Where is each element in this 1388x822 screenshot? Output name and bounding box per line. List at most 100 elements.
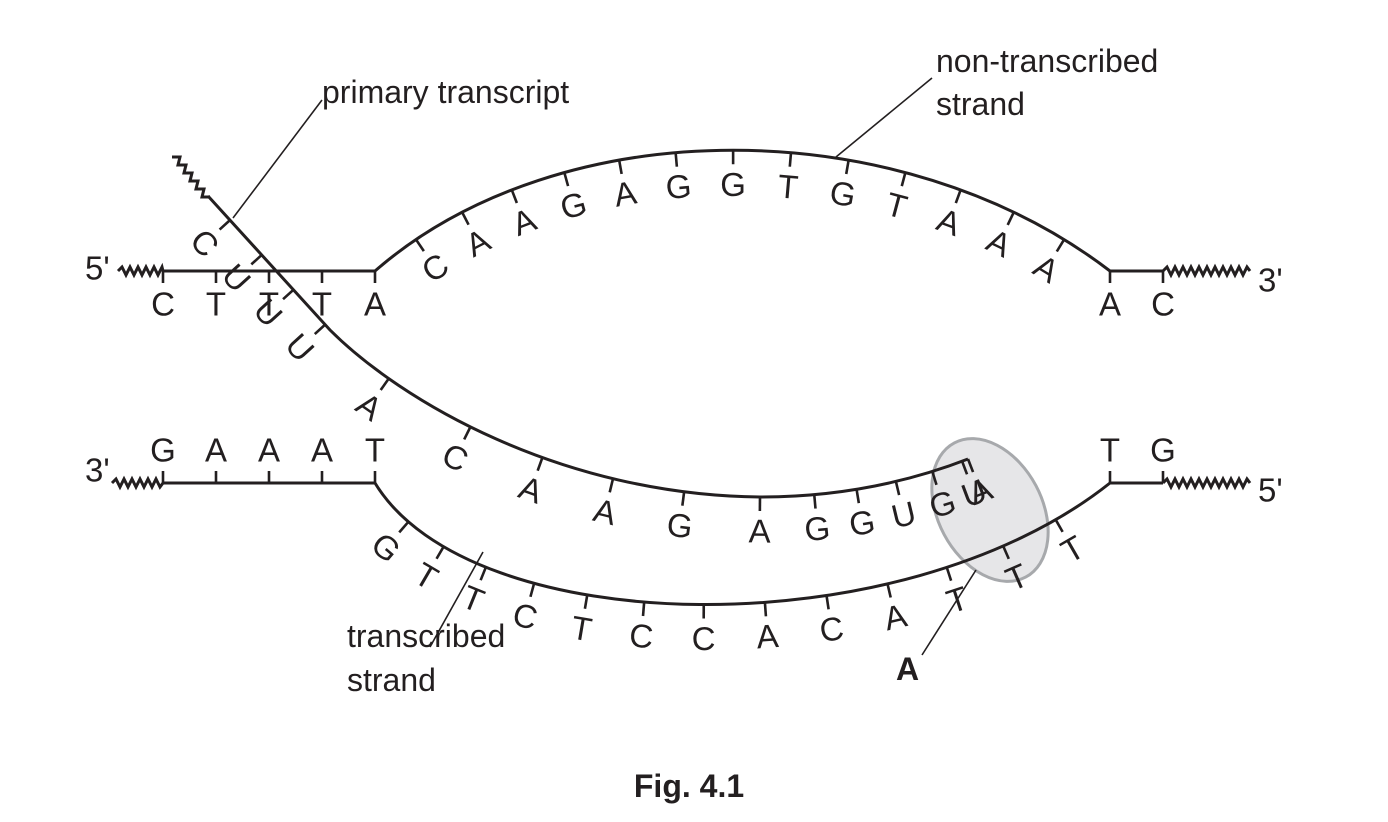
primary-transcript-bond-tick: [313, 323, 326, 336]
transcribed-arc-bond-tick: [886, 583, 892, 598]
non-transcribed-arc-bond-tick: [1006, 211, 1015, 226]
primary-transcript-base: G: [665, 506, 695, 546]
non-transcribed-arc-bond-tick: [954, 189, 962, 204]
top-right-wavy-end: [1161, 263, 1252, 279]
figure-caption: Fig. 4.1: [634, 768, 744, 804]
transcribed-arc-bond-tick: [529, 582, 536, 598]
transcribed-right-base: G: [1150, 432, 1176, 469]
primary-transcript-bond-tick: [379, 377, 390, 391]
region-a-leader: [921, 569, 977, 656]
transcribed-arc-bond-tick: [641, 601, 646, 617]
transcribed-arc-bond-tick: [1001, 545, 1010, 560]
transcribed-left-base: A: [311, 432, 333, 469]
primary-transcript-bond-tick: [931, 471, 938, 486]
transcribed-arc: [373, 481, 1111, 606]
non-transcribed-arc-bond-tick: [510, 189, 519, 204]
bottom-left-wavy-end: [110, 475, 165, 491]
transcribed-right-base: T: [1100, 432, 1120, 469]
primary-transcript-bond-tick: [855, 489, 861, 504]
transcribed-arc-base: C: [509, 595, 542, 637]
primary-transcript-base: A: [514, 468, 547, 510]
non-transcribed-left-base: C: [151, 286, 175, 323]
transcribed-arc-base: T: [1055, 528, 1091, 570]
top-left-wavy-end: [116, 262, 165, 279]
non-transcribed-arc-base: T: [776, 167, 799, 206]
primary-transcript-bond-tick: [463, 426, 472, 440]
non-transcribed-arc-bond-tick: [844, 159, 850, 175]
top-left-5prime-label: 5': [85, 250, 110, 287]
non-transcribed-left-base: T: [312, 286, 332, 323]
transcribed-label-line2: strand: [347, 662, 436, 698]
transcribed-arc-base: T: [457, 578, 490, 620]
non-transcribed-left-base: T: [259, 286, 279, 323]
non-transcribed-right-base: A: [1099, 286, 1121, 323]
transcribed-arc-base: A: [880, 596, 910, 637]
non-transcribed-arc-base: A: [1027, 247, 1065, 290]
transcribed-arc-bond-tick: [479, 566, 488, 581]
transcribed-arc-base: C: [817, 609, 846, 649]
bottom-left-3prime-label: 3': [85, 452, 110, 489]
transcribed-arc-base: C: [628, 616, 655, 655]
non-transcribed-arc-bond-tick: [788, 152, 793, 167]
transcribed-arc-bond-tick: [825, 595, 830, 610]
transcribed-arc-base: T: [569, 609, 595, 649]
transcribed-arc-base: A: [755, 617, 780, 656]
non-transcribed-arc-base: A: [932, 201, 965, 243]
non-transcribed-arc-base: A: [611, 173, 639, 213]
non-transcribed-arc-base: G: [720, 166, 746, 203]
non-transcribed-arc-base: A: [981, 221, 1017, 264]
primary-transcript-base: A: [590, 491, 620, 532]
primary-transcript-strand: [206, 194, 969, 499]
primary-transcript-base: G: [846, 503, 877, 544]
transcribed-left-base: A: [258, 432, 280, 469]
non-transcribed-label-line1: non-transcribed: [936, 43, 1158, 79]
non-transcribed-label-line2: strand: [936, 86, 1025, 122]
transcribed-label-line1: transcribed: [347, 618, 505, 654]
non-transcribed-left-base: T: [206, 286, 226, 323]
non-transcribed-arc-base: G: [827, 173, 859, 214]
non-transcribed-arc-base: G: [664, 167, 693, 206]
primary-transcript-base: A: [748, 512, 770, 549]
primary-transcript-bond-tick: [960, 460, 969, 475]
transcribed-arc-bond-tick: [583, 594, 589, 609]
non-transcribed-arc-bond-tick: [460, 211, 470, 226]
primary-transcript-leader: [232, 99, 323, 219]
non-transcribed-arc-base: A: [507, 200, 541, 242]
primary-transcript-base: C: [436, 435, 474, 479]
primary-transcript-bond-tick: [536, 457, 544, 472]
region-a-highlight: [930, 437, 1050, 583]
primary-transcript-bond-tick: [608, 478, 615, 493]
primary-transcript-bond-tick: [812, 494, 817, 509]
non-transcribed-right-base: C: [1151, 286, 1175, 323]
primary-transcript-bond-tick: [894, 481, 901, 496]
non-transcribed-arc-bond-tick: [414, 238, 425, 252]
non-transcribed-arc-base: C: [415, 246, 455, 290]
non-transcribed-arc-bond-tick: [674, 152, 679, 167]
transcribed-arc-bond-tick: [398, 520, 410, 534]
transcribed-arc-bond-tick: [945, 566, 953, 582]
primary-transcript-bond-tick: [250, 253, 263, 266]
transcribed-arc-bond-tick: [763, 602, 768, 617]
non-transcribed-leader: [835, 77, 933, 158]
primary-transcript-bond-tick: [282, 288, 295, 301]
primary-transcript-bond-tick: [966, 458, 975, 473]
non-transcribed-arc-bond-tick: [617, 159, 623, 175]
transcribed-left-base: A: [205, 432, 227, 469]
non-transcribed-left-base: A: [364, 286, 386, 323]
transcribed-arc-bond-tick: [435, 546, 445, 560]
non-transcribed-arc-base: G: [556, 184, 591, 227]
primary-transcript-bond-tick: [218, 219, 231, 231]
non-transcribed-arc-bond-tick: [900, 172, 907, 187]
primary-transcript-base: G: [803, 509, 832, 548]
transcribed-arc-bond-tick: [1054, 519, 1064, 533]
primary-transcript-base: A: [350, 385, 389, 428]
bottom-right-wavy-end: [1161, 475, 1252, 491]
bottom-right-5prime-label: 5': [1258, 472, 1283, 509]
non-transcribed-arc-base: A: [459, 221, 496, 264]
non-transcribed-arc-bond-tick: [563, 172, 570, 187]
transcribed-left-base: T: [365, 432, 385, 469]
primary-transcript-base: U: [888, 494, 920, 536]
non-transcribed-arc-base: T: [882, 185, 911, 226]
non-transcribed-arc-bond-tick: [1055, 238, 1066, 253]
